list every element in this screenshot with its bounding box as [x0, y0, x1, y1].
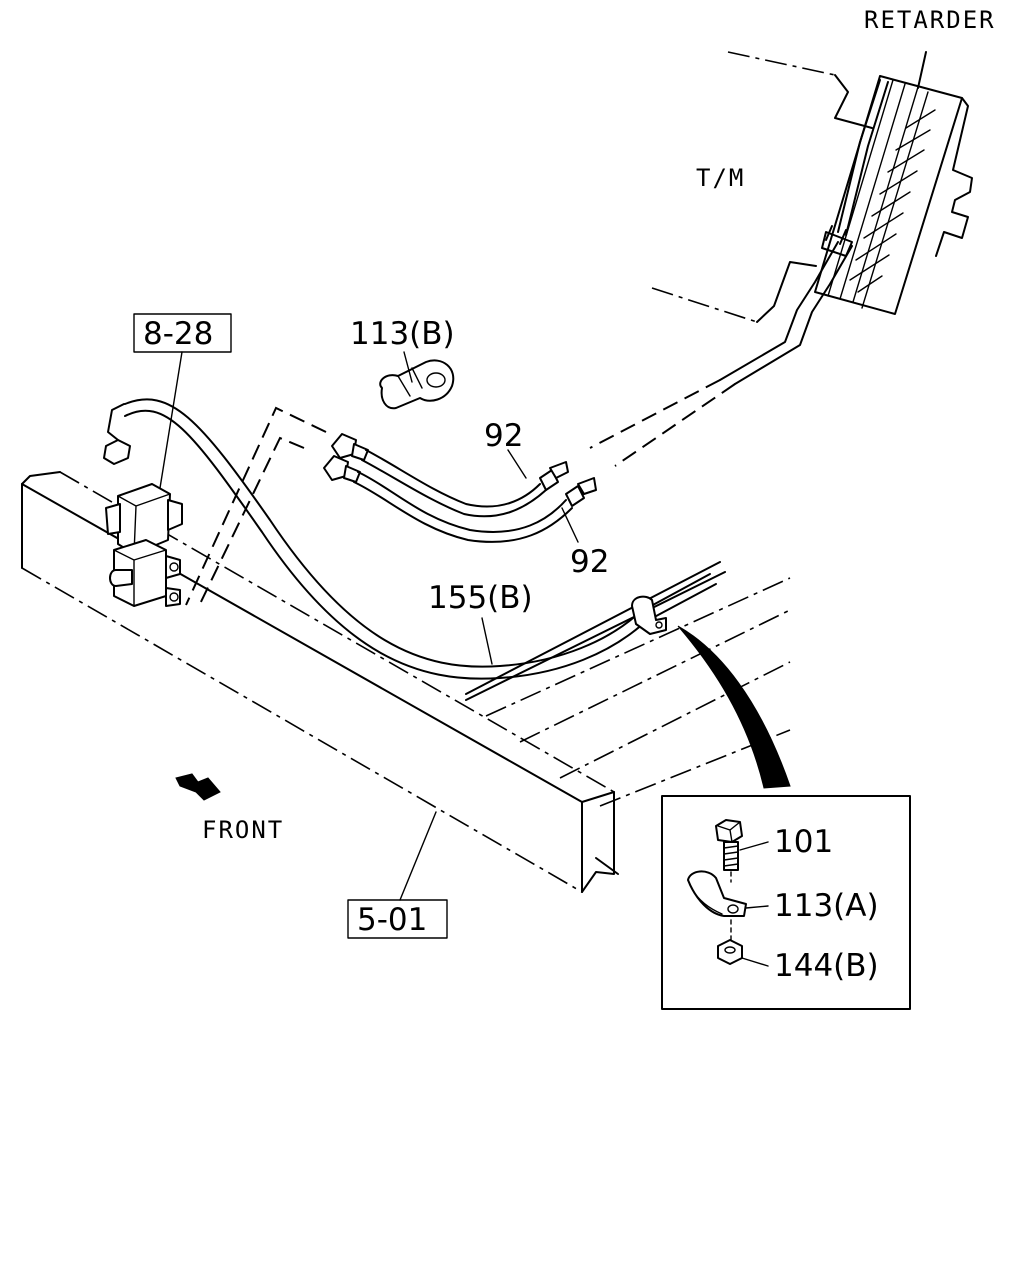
label-retarder: RETARDER — [864, 6, 996, 34]
detail-box — [661, 795, 911, 1010]
bracket-outline — [185, 406, 327, 609]
callout-113a: 113(A) — [774, 888, 879, 924]
hoses-92 — [323, 433, 597, 543]
label-front: FRONT — [202, 816, 284, 844]
ref-8-28: 8-28 — [143, 316, 213, 352]
callout-113b: 113(B) — [350, 316, 455, 352]
clamp-113b — [379, 359, 455, 410]
callout-92-lower: 92 — [570, 544, 609, 580]
callout-92-upper: 92 — [484, 418, 523, 454]
callout-155b: 155(B) — [428, 580, 533, 616]
ref-box-8-28 — [133, 313, 232, 353]
hose-155b — [103, 398, 717, 680]
front-arrow-icon — [175, 773, 221, 801]
leader-lines — [159, 351, 769, 967]
label-tm: T/M — [696, 164, 745, 192]
callout-144b: 144(B) — [774, 948, 879, 984]
valve-assembly — [105, 483, 183, 607]
transmission-outline — [651, 51, 873, 323]
pointer-arrow-icon — [677, 625, 791, 789]
retarder-pipes — [589, 79, 889, 467]
callout-101: 101 — [774, 824, 833, 860]
hose-clip — [631, 595, 667, 635]
retarder-unit — [814, 51, 973, 315]
ref-box-5-01 — [347, 899, 448, 939]
ref-5-01: 5-01 — [357, 902, 427, 938]
